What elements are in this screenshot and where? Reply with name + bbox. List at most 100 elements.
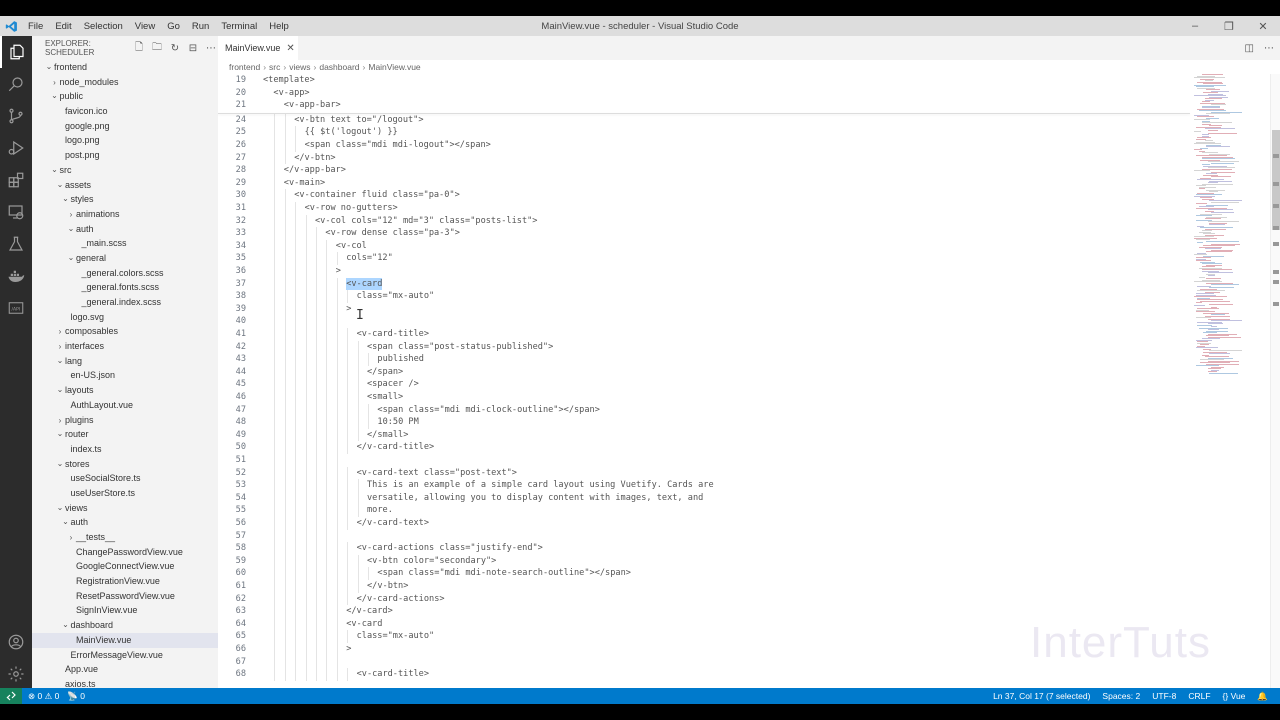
tree-folder[interactable]: ›animations bbox=[32, 207, 218, 222]
tree-folder[interactable]: ⌄router bbox=[32, 427, 218, 442]
tree-folder[interactable]: ⌄stores bbox=[32, 457, 218, 472]
breadcrumb-item[interactable]: src bbox=[269, 62, 281, 72]
code-text: <v-btn color="secondary"> bbox=[367, 555, 497, 566]
tree-folder[interactable]: ⌄styles bbox=[32, 192, 218, 207]
close-window-button[interactable]: ✕ bbox=[1258, 20, 1268, 33]
ports-indicator[interactable]: 📡 0 bbox=[67, 690, 85, 701]
tree-file[interactable]: favicon.ico bbox=[32, 104, 218, 119]
settings-gear-icon[interactable] bbox=[0, 658, 32, 690]
language-mode[interactable]: {} Vue bbox=[1222, 691, 1246, 701]
cursor-position[interactable]: Ln 37, Col 17 (7 selected) bbox=[993, 691, 1091, 701]
tree-file[interactable]: AuthLayout.vue bbox=[32, 398, 218, 413]
api-icon[interactable]: /API bbox=[0, 292, 32, 324]
scrollbar-thumb[interactable] bbox=[1272, 130, 1280, 230]
tree-folder[interactable]: ⌄auth bbox=[32, 515, 218, 530]
tree-file[interactable]: _general.fonts.scss bbox=[32, 280, 218, 295]
tree-file[interactable]: ChangePasswordView.vue bbox=[32, 545, 218, 560]
tree-file[interactable]: _general.colors.scss bbox=[32, 266, 218, 281]
tree-file[interactable]: ErrorMessageView.vue bbox=[32, 648, 218, 663]
tree-folder[interactable]: ⌄lang bbox=[32, 354, 218, 369]
breadcrumb-item[interactable]: frontend bbox=[229, 62, 261, 72]
menu-edit[interactable]: Edit bbox=[55, 20, 72, 32]
menu-file[interactable]: File bbox=[28, 20, 44, 32]
breadcrumb-item[interactable]: views bbox=[289, 62, 311, 72]
tree-folder[interactable]: ›node_modules bbox=[32, 75, 218, 90]
encoding[interactable]: UTF-8 bbox=[1152, 691, 1177, 701]
tree-folder[interactable]: ⌄layouts bbox=[32, 383, 218, 398]
minimap[interactable] bbox=[1190, 74, 1268, 674]
line-endings[interactable]: CRLF bbox=[1188, 691, 1211, 701]
accounts-icon[interactable] bbox=[0, 626, 32, 658]
problems-indicator[interactable]: ⊗ 0 ⚠ 0 bbox=[28, 690, 60, 701]
collapse-all-icon[interactable]: ⊟ bbox=[188, 42, 198, 54]
tree-file[interactable]: axios.ts bbox=[32, 677, 218, 688]
tree-folder[interactable]: ⌄general bbox=[32, 251, 218, 266]
tree-folder[interactable]: ⌄src bbox=[32, 163, 218, 178]
run-debug-icon[interactable] bbox=[0, 132, 32, 164]
code-line: 24<v-btn text to="/logout"> bbox=[218, 113, 1190, 127]
tree-file[interactable]: logo.png bbox=[32, 133, 218, 148]
menu-view[interactable]: View bbox=[134, 20, 156, 32]
menu-go[interactable]: Go bbox=[167, 20, 180, 32]
tree-item-label: logo.png bbox=[65, 135, 100, 146]
vertical-scrollbar[interactable] bbox=[1270, 74, 1280, 688]
tree-file[interactable]: ResetPasswordView.vue bbox=[32, 589, 218, 604]
tree-file[interactable]: App.vue bbox=[32, 662, 218, 677]
tree-folder[interactable]: ›plugins bbox=[32, 413, 218, 428]
tree-file[interactable]: MainView.vue bbox=[32, 632, 218, 648]
tree-folder[interactable]: ⌄dashboard bbox=[32, 618, 218, 633]
tree-file[interactable]: logo.svg bbox=[32, 310, 218, 325]
menu-terminal[interactable]: Terminal bbox=[221, 20, 258, 32]
minimize-button[interactable]: – bbox=[1191, 20, 1199, 32]
tree-file[interactable]: RegistrationView.vue bbox=[32, 574, 218, 589]
tree-file[interactable]: post.png bbox=[32, 148, 218, 163]
tree-folder[interactable]: ⌄assets bbox=[32, 178, 218, 193]
tree-file[interactable]: SignInView.vue bbox=[32, 603, 218, 618]
remote-explorer-icon[interactable] bbox=[0, 196, 32, 228]
more-actions-icon[interactable]: ⋯ bbox=[1264, 42, 1274, 54]
tree-file[interactable]: GoogleConnectView.vue bbox=[32, 559, 218, 574]
refresh-icon[interactable]: ↻ bbox=[170, 42, 180, 54]
close-tab-icon[interactable]: ✕ bbox=[286, 42, 295, 54]
line-number: 55 bbox=[235, 505, 246, 516]
restore-button[interactable]: ❐ bbox=[1224, 20, 1234, 33]
docker-icon[interactable] bbox=[0, 260, 32, 292]
new-file-icon[interactable]: 🗋 bbox=[134, 41, 144, 53]
tree-file[interactable]: en-US.json bbox=[32, 368, 218, 383]
split-editor-icon[interactable]: ◫ bbox=[1244, 42, 1254, 54]
code-text: > bbox=[346, 644, 352, 654]
new-folder-icon[interactable]: 🗀 bbox=[152, 41, 162, 53]
breadcrumb-item[interactable]: dashboard bbox=[319, 62, 360, 72]
menu-help[interactable]: Help bbox=[269, 20, 289, 32]
source-control-icon[interactable] bbox=[0, 100, 32, 132]
tree-file[interactable]: _main.scss bbox=[32, 236, 218, 251]
code-editor[interactable]: 19<template>20<v-app>21<v-app-bar>24<v-b… bbox=[218, 74, 1190, 688]
tab-mainview[interactable]: MainView.vue ✕ bbox=[218, 36, 298, 60]
tree-folder[interactable]: ⌄views bbox=[32, 501, 218, 516]
code-text: more. bbox=[367, 505, 393, 516]
tree-folder[interactable]: ›composables bbox=[32, 324, 218, 339]
tree-folder[interactable]: ⌄public bbox=[32, 89, 218, 104]
code-text: <v-row dense class="pa-3"> bbox=[325, 228, 460, 239]
menu-selection[interactable]: Selection bbox=[83, 20, 123, 32]
tree-file[interactable]: google.png bbox=[32, 119, 218, 134]
notifications-bell-icon[interactable]: 🔔 bbox=[1257, 690, 1268, 701]
tree-folder[interactable]: ›interfaces bbox=[32, 339, 218, 354]
remote-indicator-icon[interactable] bbox=[0, 688, 22, 704]
testing-icon[interactable] bbox=[0, 228, 32, 260]
breadcrumb-item[interactable]: MainView.vue bbox=[368, 62, 421, 72]
indentation[interactable]: Spaces: 2 bbox=[1102, 691, 1141, 701]
tree-item-label: favicon.ico bbox=[65, 106, 108, 117]
explorer-icon[interactable] bbox=[0, 36, 32, 68]
more-actions-icon[interactable]: ⋯ bbox=[206, 42, 216, 54]
search-icon[interactable] bbox=[0, 68, 32, 100]
tree-file[interactable]: useUserStore.ts bbox=[32, 486, 218, 501]
tree-file[interactable]: index.ts bbox=[32, 442, 218, 457]
tree-folder[interactable]: ⌄frontend bbox=[32, 60, 218, 75]
tree-file[interactable]: useSocialStore.ts bbox=[32, 471, 218, 486]
tree-folder[interactable]: ⌄auth bbox=[32, 222, 218, 237]
tree-folder[interactable]: ›__tests__ bbox=[32, 530, 218, 545]
menu-run[interactable]: Run bbox=[191, 20, 210, 32]
tree-file[interactable]: _general.index.scss bbox=[32, 295, 218, 310]
extensions-icon[interactable] bbox=[0, 164, 32, 196]
